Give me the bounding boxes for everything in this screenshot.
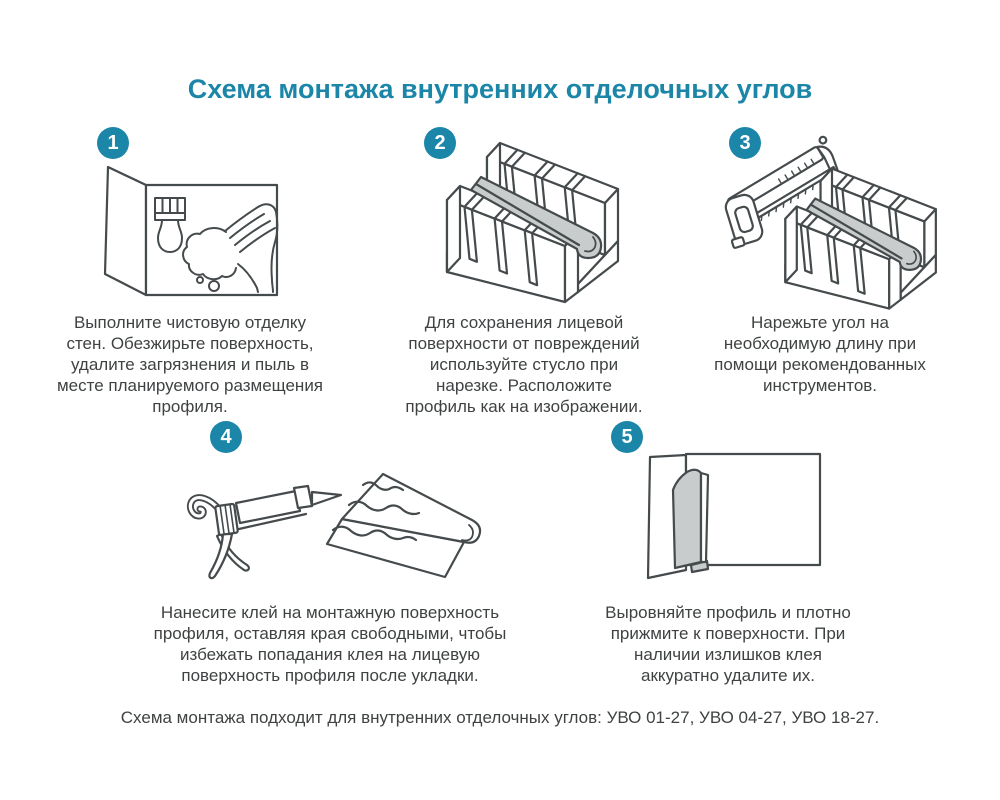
step-3-hacksaw-miter-box-illustration (724, 135, 937, 310)
page-title: Схема монтажа внутренних отделочных угло… (187, 74, 813, 104)
step-1-caption: Выполните чистовую отделку стен. Обезжир… (56, 313, 324, 416)
step-2-miter-box-illustration (445, 141, 620, 304)
step-5-caption: Выровняйте профиль и плотно прижмите к п… (605, 603, 851, 685)
step-3-caption: Нарежьте угол на необходимую длину при п… (714, 313, 926, 395)
step-2-number-badge: 2 (424, 127, 456, 159)
footer-note: Схема монтажа подходит для внутренних от… (120, 708, 880, 727)
step-1-wall-cleaning-illustration (103, 165, 279, 297)
step-5-installed-profile-illustration (646, 452, 822, 580)
step-2-caption: Для сохранения лицевой поверхности от по… (405, 313, 643, 416)
step-4-caption: Нанесите клей на монтажную поверхность п… (153, 603, 507, 685)
step-4-glue-gun-illustration (186, 472, 482, 580)
step-4-number-badge: 4 (210, 421, 242, 453)
step-5-number-badge: 5 (611, 421, 643, 453)
step-3-number-badge: 3 (729, 127, 761, 159)
step-1-number-badge: 1 (97, 127, 129, 159)
